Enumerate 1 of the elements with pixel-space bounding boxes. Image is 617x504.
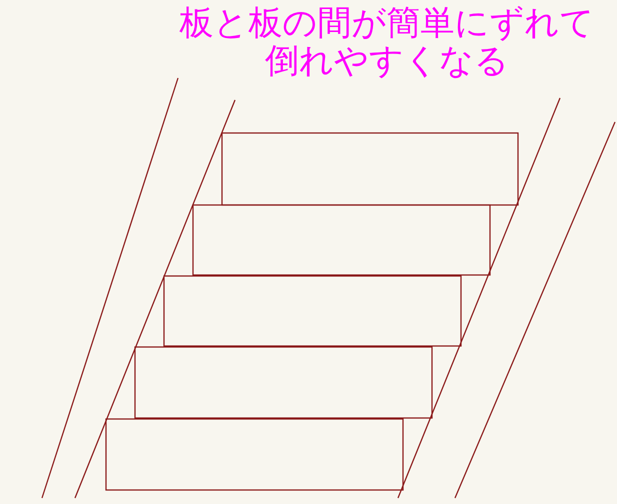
title: 板と板の間が簡単にずれて倒れやすくなる xyxy=(178,4,596,80)
